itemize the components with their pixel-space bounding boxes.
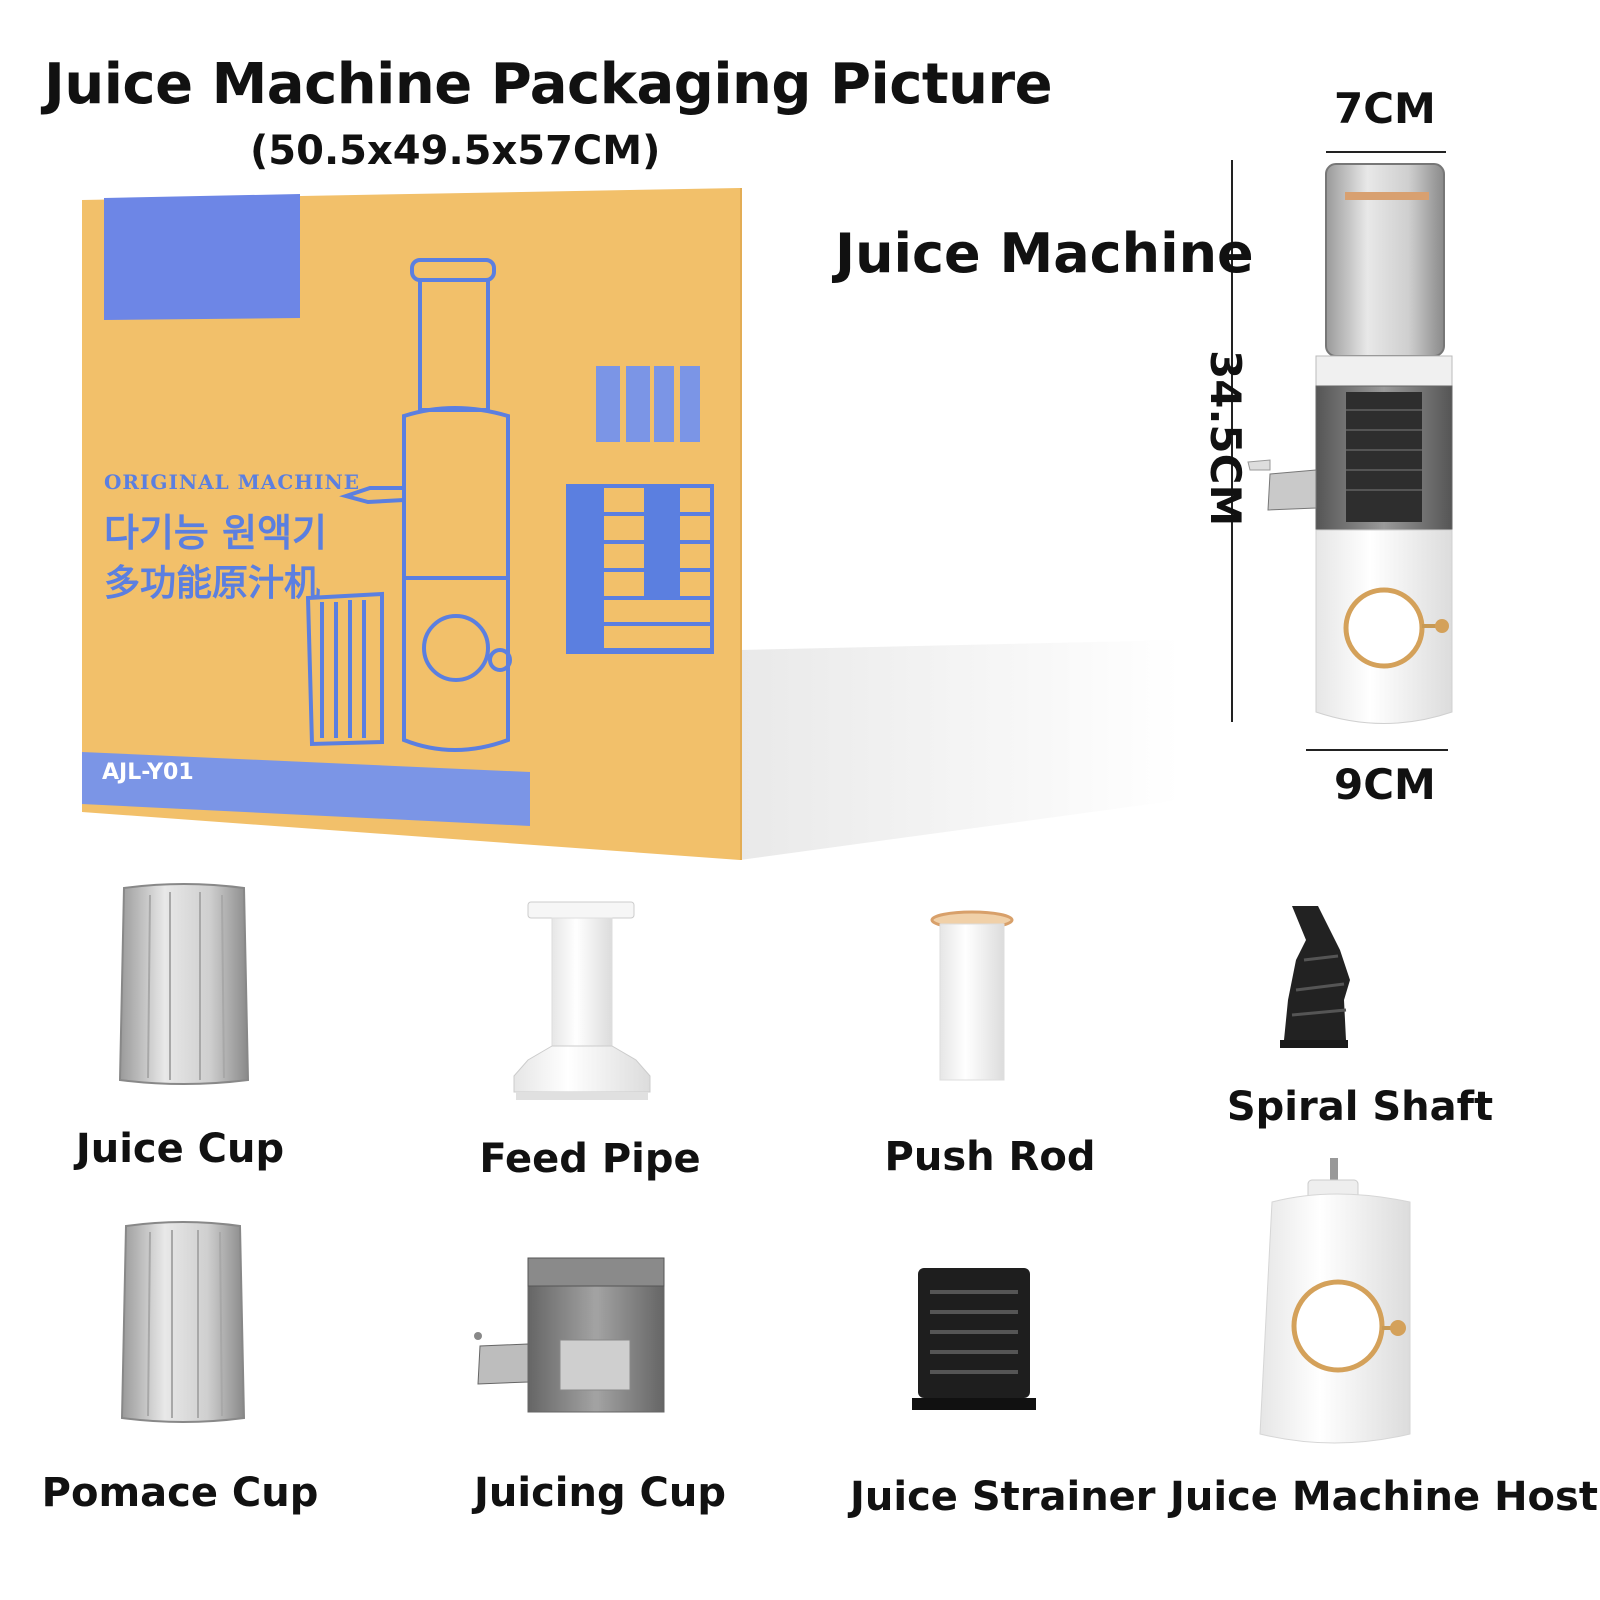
box-blue-banner — [104, 194, 300, 320]
dimension-height: 34.5CM — [1201, 350, 1250, 527]
box-side — [740, 188, 742, 860]
push-rod-image — [930, 910, 1014, 1081]
juice-machine-host-image — [1259, 1158, 1411, 1444]
juice-strainer-image — [912, 1268, 1036, 1410]
box-bottom-strip — [82, 752, 530, 826]
box-korean-text: 다기능 원액기 — [104, 511, 327, 555]
box-front — [82, 188, 740, 860]
feed-pipe-image — [513, 901, 651, 1100]
pomace-cup-image — [120, 1221, 246, 1423]
box-shadow — [740, 640, 1180, 860]
part-label-juicing-cup: Juicing Cup — [474, 1470, 726, 1516]
part-label-spiral-shaft: Spiral Shaft — [1226, 1084, 1494, 1130]
juicing-cup-image — [474, 1257, 665, 1413]
dimension-width-top: 7CM — [1334, 84, 1436, 133]
spiral-shaft-image — [1280, 906, 1350, 1048]
part-label-juice-strainer: Juice Strainer — [850, 1474, 1156, 1520]
part-label-pomace-cup: Pomace Cup — [41, 1470, 319, 1516]
part-label-juice-cup: Juice Cup — [75, 1126, 285, 1172]
juice-machine-image — [1247, 163, 1453, 724]
box-brand-text: ORIGINAL MACHINE — [104, 470, 361, 494]
juice-machine-title: Juice Machine — [835, 222, 1254, 285]
box-model-text: AJL-Y01 — [102, 760, 194, 785]
part-label-push-rod: Push Rod — [884, 1134, 1096, 1180]
packaging-box — [82, 188, 742, 860]
box-chinese-text: 多功能原汁机 — [104, 563, 321, 604]
page-title: Juice Machine Packaging Picture — [44, 52, 1053, 117]
part-label-juice-machine-host: Juice Machine Host — [1170, 1474, 1598, 1520]
juice-cup-image — [118, 883, 250, 1085]
part-label-feed-pipe: Feed Pipe — [479, 1136, 701, 1182]
dimension-width-bottom: 9CM — [1334, 760, 1436, 809]
packaging-dimensions: (50.5x49.5x57CM) — [250, 128, 661, 174]
